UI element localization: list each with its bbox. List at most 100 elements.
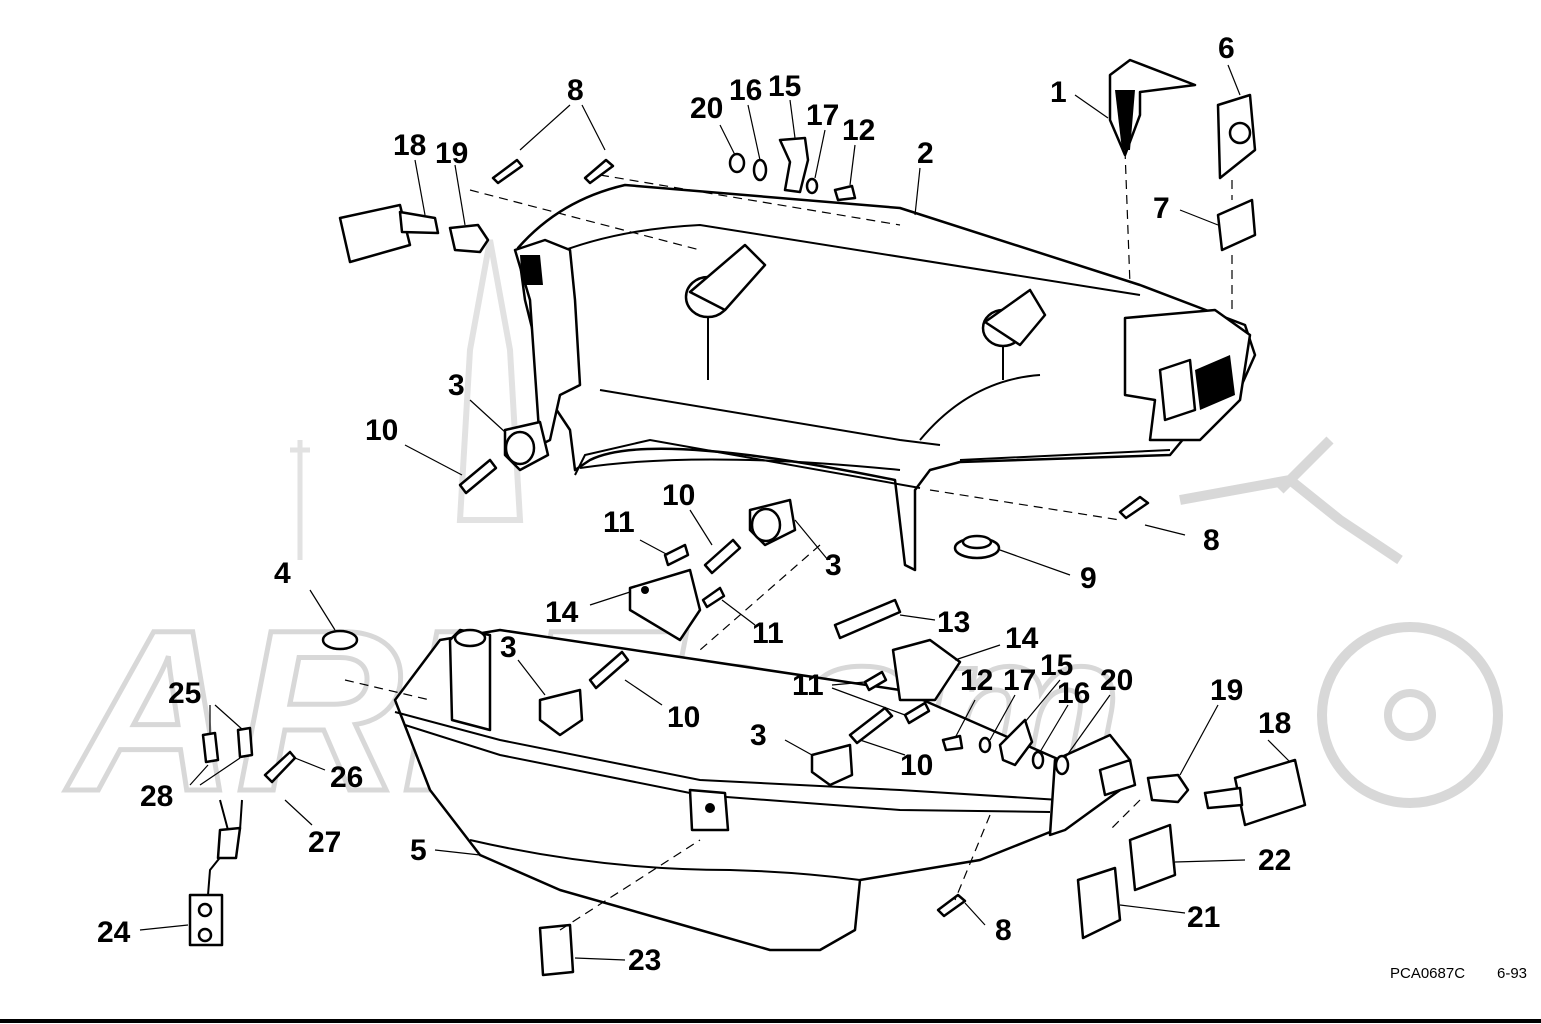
part-25-terminal-a	[201, 731, 220, 764]
leader-9	[999, 549, 1071, 576]
callout-26: 26	[330, 761, 363, 794]
callout-23: 23	[628, 944, 661, 977]
leader-19-lower	[1179, 704, 1219, 776]
upper-tube-right-body	[983, 288, 1047, 347]
guide-line-5	[929, 489, 1121, 521]
part-18-upper-stem	[398, 210, 440, 235]
part-22-clip	[1128, 823, 1177, 892]
part-13-strip	[833, 598, 902, 640]
part-18-upper-pad	[338, 203, 412, 264]
leader-15-top	[789, 99, 796, 139]
part-17-lower-washer	[978, 736, 992, 754]
leader-23	[574, 957, 626, 961]
leader-11-a	[639, 539, 669, 556]
leader-11-c	[831, 681, 906, 716]
callout-12-lower: 12	[960, 664, 993, 697]
leader-lines	[139, 64, 1291, 961]
callout-3-b: 3	[825, 549, 842, 582]
leader-21	[1119, 904, 1186, 914]
callout-3-d: 3	[750, 719, 767, 752]
upper-cover-inner-curve	[919, 374, 1041, 441]
lower-cover-tube-mouth	[453, 628, 487, 648]
lower-cover-rim-top	[394, 711, 1061, 801]
callout-9: 9	[1080, 562, 1097, 595]
callout-11-b: 11	[752, 617, 784, 650]
upper-cover-part-2	[513, 183, 1257, 572]
part-19-upper-nut	[448, 223, 490, 254]
leader-13	[899, 614, 936, 621]
leader-8-top	[519, 104, 606, 151]
callout-8-top: 8	[567, 74, 584, 107]
callout-25: 25	[168, 677, 201, 710]
callout-11-c: 11	[792, 669, 824, 702]
part-11-screw-d	[903, 701, 931, 725]
upper-left-latch-bracket	[513, 238, 582, 447]
part-10-pin-a	[458, 458, 498, 495]
part-12-upper-screw	[833, 184, 857, 202]
part-8-bolt-d	[936, 893, 967, 918]
leader-19-top	[454, 164, 466, 226]
callout-7: 7	[1153, 192, 1170, 225]
callout-12-top: 12	[842, 114, 875, 147]
part-19-lower-nut	[1146, 773, 1190, 804]
watermark-wheel	[1317, 622, 1503, 808]
leader-17-lower	[989, 694, 1016, 741]
callout-24: 24	[97, 916, 131, 949]
leader-17-top	[814, 129, 826, 179]
part-7-clip	[1216, 198, 1257, 252]
leader-24	[139, 924, 189, 931]
upper-cover-lower-rim	[579, 449, 1171, 471]
guide-line-9	[954, 814, 991, 901]
leader-22	[1174, 859, 1246, 863]
part-15-lower-bracket	[998, 718, 1034, 767]
upper-left-latch-detail	[520, 255, 543, 285]
part-24-connector	[188, 893, 224, 947]
part-8-bolt-b	[583, 158, 615, 185]
guide-line-6	[699, 544, 821, 651]
callout-2: 2	[917, 137, 934, 170]
guide-line-10	[559, 839, 701, 931]
part-16-lower-washer	[1031, 750, 1045, 770]
leader-6	[1227, 64, 1241, 96]
callout-5: 5	[410, 834, 427, 867]
leader-14-a	[589, 591, 631, 606]
upper-cover-front-rim	[574, 438, 921, 489]
callout-11-a: 11	[603, 506, 635, 539]
callout-4: 4	[274, 557, 291, 590]
callout-10-a: 10	[365, 414, 398, 447]
leader-20-top	[719, 124, 736, 156]
callout-19-lower: 19	[1210, 674, 1243, 707]
watermark-hub	[1384, 689, 1436, 741]
leader-8-bottom	[964, 902, 986, 926]
leader-5	[434, 849, 481, 856]
leader-28	[189, 757, 241, 786]
leader-15-lower	[1024, 679, 1061, 723]
callout-20-top: 20	[690, 92, 723, 125]
callout-15-lower: 15	[1040, 649, 1073, 682]
leader-14-b	[954, 644, 1001, 661]
callout-21: 21	[1187, 901, 1220, 934]
part-10-pin-c	[588, 650, 630, 690]
leader-12-lower	[954, 699, 976, 739]
callout-22: 22	[1258, 844, 1291, 877]
part-3-grommet-b-face	[750, 507, 782, 543]
leader-10-b	[689, 509, 713, 546]
upper-right-latch-post	[1158, 358, 1197, 422]
callout-8-right: 8	[1203, 524, 1220, 557]
part-24-connector-socket-b	[197, 927, 213, 943]
hardware-parts	[188, 58, 1307, 977]
leader-1	[1074, 94, 1109, 119]
part-18-lower-pad	[1233, 758, 1307, 827]
upper-tube-left-body	[688, 243, 767, 312]
leader-26	[294, 757, 326, 771]
part-3-grommet-a-face	[504, 430, 536, 466]
guide-line-8	[1109, 799, 1141, 831]
part-10-pin-b	[703, 538, 742, 575]
part-14-plate-b	[891, 638, 962, 702]
callout-15-top: 15	[768, 70, 801, 103]
leader-7	[1179, 209, 1219, 226]
callout-17-lower: 17	[1003, 664, 1036, 697]
part-24-connector-socket-a	[197, 902, 213, 918]
part-23-pad	[538, 923, 575, 977]
